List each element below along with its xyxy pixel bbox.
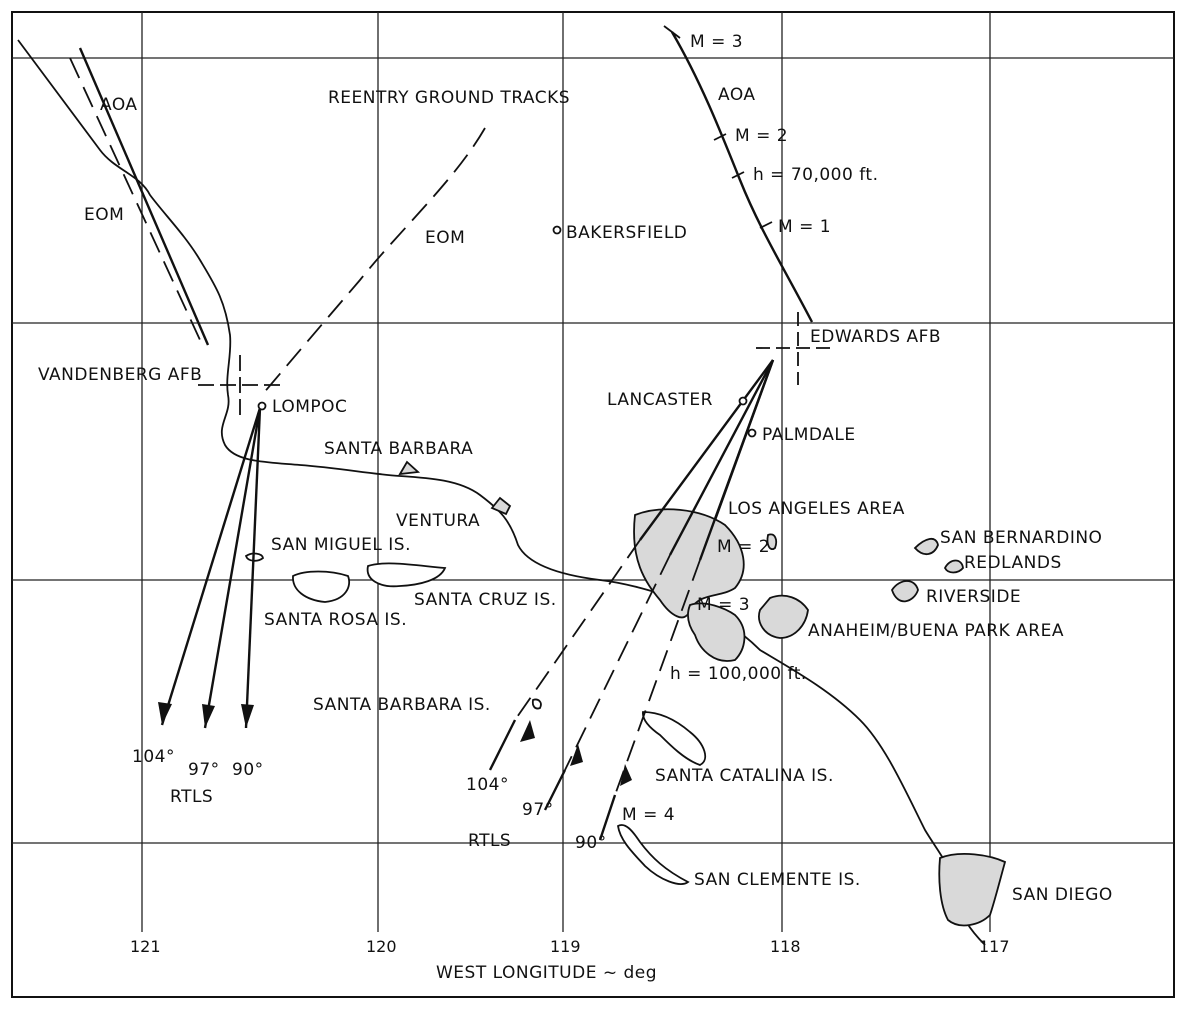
santa-rosa-island	[292, 570, 350, 603]
san-diego-area	[938, 853, 1007, 927]
label-eom-mid: EOM	[425, 228, 465, 248]
label-santa-barbara: SANTA BARBARA	[324, 439, 473, 459]
bakersfield-marker	[552, 225, 562, 235]
label-san-miguel: SAN MIGUEL IS.	[271, 535, 411, 555]
urban-areas	[398, 460, 1007, 927]
riverside-area	[891, 580, 919, 603]
arrow-104-east	[520, 720, 535, 742]
label-santa-barbara-is: SANTA BARBARA IS.	[313, 695, 491, 715]
label-san-bernardino: SAN BERNARDINO	[940, 528, 1102, 548]
label-san-diego: SAN DIEGO	[1012, 885, 1113, 905]
label-rtls-east-104: 104°	[466, 775, 509, 795]
label-rtls-east-97: 97°	[522, 800, 554, 820]
label-m3-top: M = 3	[690, 32, 743, 52]
label-santa-catalina: SANTA CATALINA IS.	[655, 766, 834, 786]
label-palmdale: PALMDALE	[762, 425, 856, 445]
islands	[244, 552, 707, 885]
label-lancaster: LANCASTER	[607, 390, 713, 410]
label-lompoc: LOMPOC	[272, 397, 347, 417]
map-border	[11, 11, 1175, 998]
arrow-104-west	[158, 702, 172, 725]
rtls-east-tracks	[488, 359, 775, 841]
anaheim-buena-park-shape	[758, 594, 809, 639]
label-h100: h = 100,000 ft.	[670, 664, 807, 684]
tick-119: 119	[550, 937, 581, 956]
label-vandenberg: VANDENBERG AFB	[38, 365, 202, 385]
label-redlands: REDLANDS	[964, 553, 1062, 573]
label-rtls-west-97: 97°	[188, 760, 220, 780]
label-los-angeles: LOS ANGELES AREA	[728, 499, 905, 519]
los-angeles-area	[633, 508, 745, 619]
label-rtls-east-90: 90°	[575, 833, 607, 853]
rtls-west-tracks	[158, 407, 262, 729]
city-markers	[257, 225, 757, 438]
label-aoa-east: AOA	[718, 85, 756, 105]
santa-barbara-city-area	[398, 460, 421, 476]
coastline	[17, 39, 986, 946]
label-eom-west: EOM	[84, 205, 124, 225]
grid	[12, 12, 1174, 932]
label-riverside: RIVERSIDE	[926, 587, 1021, 607]
san-clemente-island	[617, 824, 690, 885]
vandenberg-crosshair	[198, 355, 286, 418]
label-ventura: VENTURA	[396, 511, 480, 531]
x-axis-label: WEST LONGITUDE ~ deg	[436, 963, 657, 983]
label-rtls-west: RTLS	[170, 787, 213, 807]
label-m1: M = 1	[778, 217, 831, 237]
west-aoa-eom-tracks	[69, 47, 210, 346]
ventura-city-area	[490, 496, 512, 516]
arrow-90-west	[241, 704, 254, 728]
arrow-90-east	[620, 764, 632, 786]
label-rtls-west-90: 90°	[232, 760, 264, 780]
santa-catalina-island	[642, 711, 707, 766]
label-edwards: EDWARDS AFB	[810, 327, 941, 347]
label-anaheim: ANAHEIM/BUENA PARK AREA	[808, 621, 1064, 641]
arrow-97-west	[202, 704, 215, 728]
east-aoa-track	[663, 25, 814, 323]
san-bernardino-area	[913, 538, 939, 555]
label-rtls-east: RTLS	[468, 831, 511, 851]
label-m4: M = 4	[622, 805, 675, 825]
tick-121: 121	[130, 937, 161, 956]
label-rtls-west-104: 104°	[132, 747, 175, 767]
lancaster-marker	[738, 396, 748, 406]
anaheim-area	[687, 602, 746, 662]
label-santa-rosa: SANTA ROSA IS.	[264, 610, 407, 630]
label-m2-la: M = 2	[717, 537, 770, 557]
label-bakersfield: BAKERSFIELD	[566, 223, 687, 243]
label-san-clemente: SAN CLEMENTE IS.	[694, 870, 861, 890]
santa-barbara-island-shape	[531, 698, 542, 710]
tick-118: 118	[770, 937, 801, 956]
label-aoa-west: AOA	[100, 95, 138, 115]
map-title: REENTRY GROUND TRACKS	[328, 88, 570, 108]
label-m2-top: M = 2	[735, 126, 788, 146]
arrow-97-east	[570, 744, 583, 766]
palmdale-marker	[747, 428, 757, 438]
los-angeles-satellite	[766, 533, 778, 550]
eom-reentry-track	[261, 127, 486, 396]
lompoc-marker	[257, 401, 267, 411]
santa-cruz-island	[366, 562, 447, 588]
label-m3-la: M = 3	[697, 595, 750, 615]
label-h70: h = 70,000 ft.	[753, 165, 878, 185]
edwards-crosshair	[756, 312, 830, 385]
redlands-area	[943, 559, 964, 574]
tick-117: 117	[979, 937, 1010, 956]
label-santa-cruz: SANTA CRUZ IS.	[414, 590, 557, 610]
tick-120: 120	[366, 937, 397, 956]
